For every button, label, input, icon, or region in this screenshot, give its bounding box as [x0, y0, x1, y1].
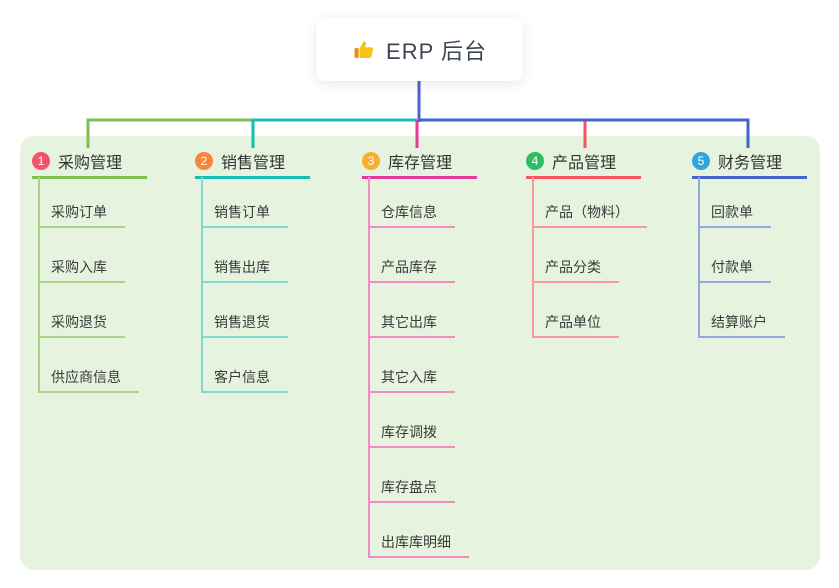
branch-number-badge: 4 — [526, 152, 544, 170]
branch-sales-topic[interactable]: 2 销售管理 — [195, 148, 310, 179]
subtopic-settlement-account[interactable]: 结算账户 — [698, 308, 785, 338]
subtopic-purchase-inbound[interactable]: 采购入库 — [38, 253, 125, 283]
subtopic-stock-count[interactable]: 库存盘点 — [368, 473, 455, 503]
branch-product: 4 产品管理 产品（物料） 产品分类 产品单位 — [526, 148, 647, 338]
branch-spine-line — [201, 177, 203, 393]
branch-label: 采购管理 — [58, 155, 123, 172]
root-node[interactable]: ERP 后台 — [316, 18, 523, 81]
branch-label: 库存管理 — [388, 155, 453, 172]
subtopic-other-outbound[interactable]: 其它出库 — [368, 308, 455, 338]
branch-finance-topic[interactable]: 5 财务管理 — [692, 148, 807, 179]
branch-label: 销售管理 — [221, 155, 286, 172]
subtopic-purchase-return[interactable]: 采购退货 — [38, 308, 125, 338]
subtopic-sales-order[interactable]: 销售订单 — [201, 198, 288, 228]
branch-spine-line — [38, 177, 40, 393]
branch-number-badge: 5 — [692, 152, 710, 170]
branch-inventory-topic[interactable]: 3 库存管理 — [362, 148, 477, 179]
subtopic-sales-outbound[interactable]: 销售出库 — [201, 253, 288, 283]
subtopic-inout-detail[interactable]: 出库库明细 — [368, 528, 469, 558]
branch-product-topic[interactable]: 4 产品管理 — [526, 148, 641, 179]
subtopic-product-material[interactable]: 产品（物料） — [532, 198, 647, 228]
branches-panel — [20, 136, 820, 570]
subtopic-product-stock[interactable]: 产品库存 — [368, 253, 455, 283]
subtopic-customer-info[interactable]: 客户信息 — [201, 363, 288, 393]
root-node-label: ERP 后台 — [386, 38, 487, 64]
branch-number-badge: 3 — [362, 152, 380, 170]
subtopic-other-inbound[interactable]: 其它入库 — [368, 363, 455, 393]
branch-number-badge: 1 — [32, 152, 50, 170]
branch-purchase: 1 采购管理 采购订单 采购入库 采购退货 供应商信息 — [32, 148, 147, 393]
branch-spine-line — [698, 177, 700, 338]
subtopic-supplier-info[interactable]: 供应商信息 — [38, 363, 139, 393]
subtopic-purchase-order[interactable]: 采购订单 — [38, 198, 125, 228]
thumbs-up-icon — [352, 38, 376, 62]
branch-number-badge: 2 — [195, 152, 213, 170]
branch-inventory: 3 库存管理 仓库信息 产品库存 其它出库 其它入库 库存调拨 库存盘点 出库库… — [362, 148, 477, 558]
subtopic-payment-slip[interactable]: 付款单 — [698, 253, 771, 283]
subtopic-product-unit[interactable]: 产品单位 — [532, 308, 619, 338]
branch-finance: 5 财务管理 回款单 付款单 结算账户 — [692, 148, 807, 338]
subtopic-sales-return[interactable]: 销售退货 — [201, 308, 288, 338]
subtopic-receipt-slip[interactable]: 回款单 — [698, 198, 771, 228]
branch-label: 产品管理 — [552, 155, 617, 172]
branch-spine-line — [532, 177, 534, 338]
branch-spine-line — [368, 177, 370, 558]
subtopic-stock-transfer[interactable]: 库存调拨 — [368, 418, 455, 448]
subtopic-warehouse-info[interactable]: 仓库信息 — [368, 198, 455, 228]
branch-label: 财务管理 — [718, 155, 783, 172]
subtopic-product-category[interactable]: 产品分类 — [532, 253, 619, 283]
branch-sales: 2 销售管理 销售订单 销售出库 销售退货 客户信息 — [195, 148, 310, 393]
branch-purchase-topic[interactable]: 1 采购管理 — [32, 148, 147, 179]
